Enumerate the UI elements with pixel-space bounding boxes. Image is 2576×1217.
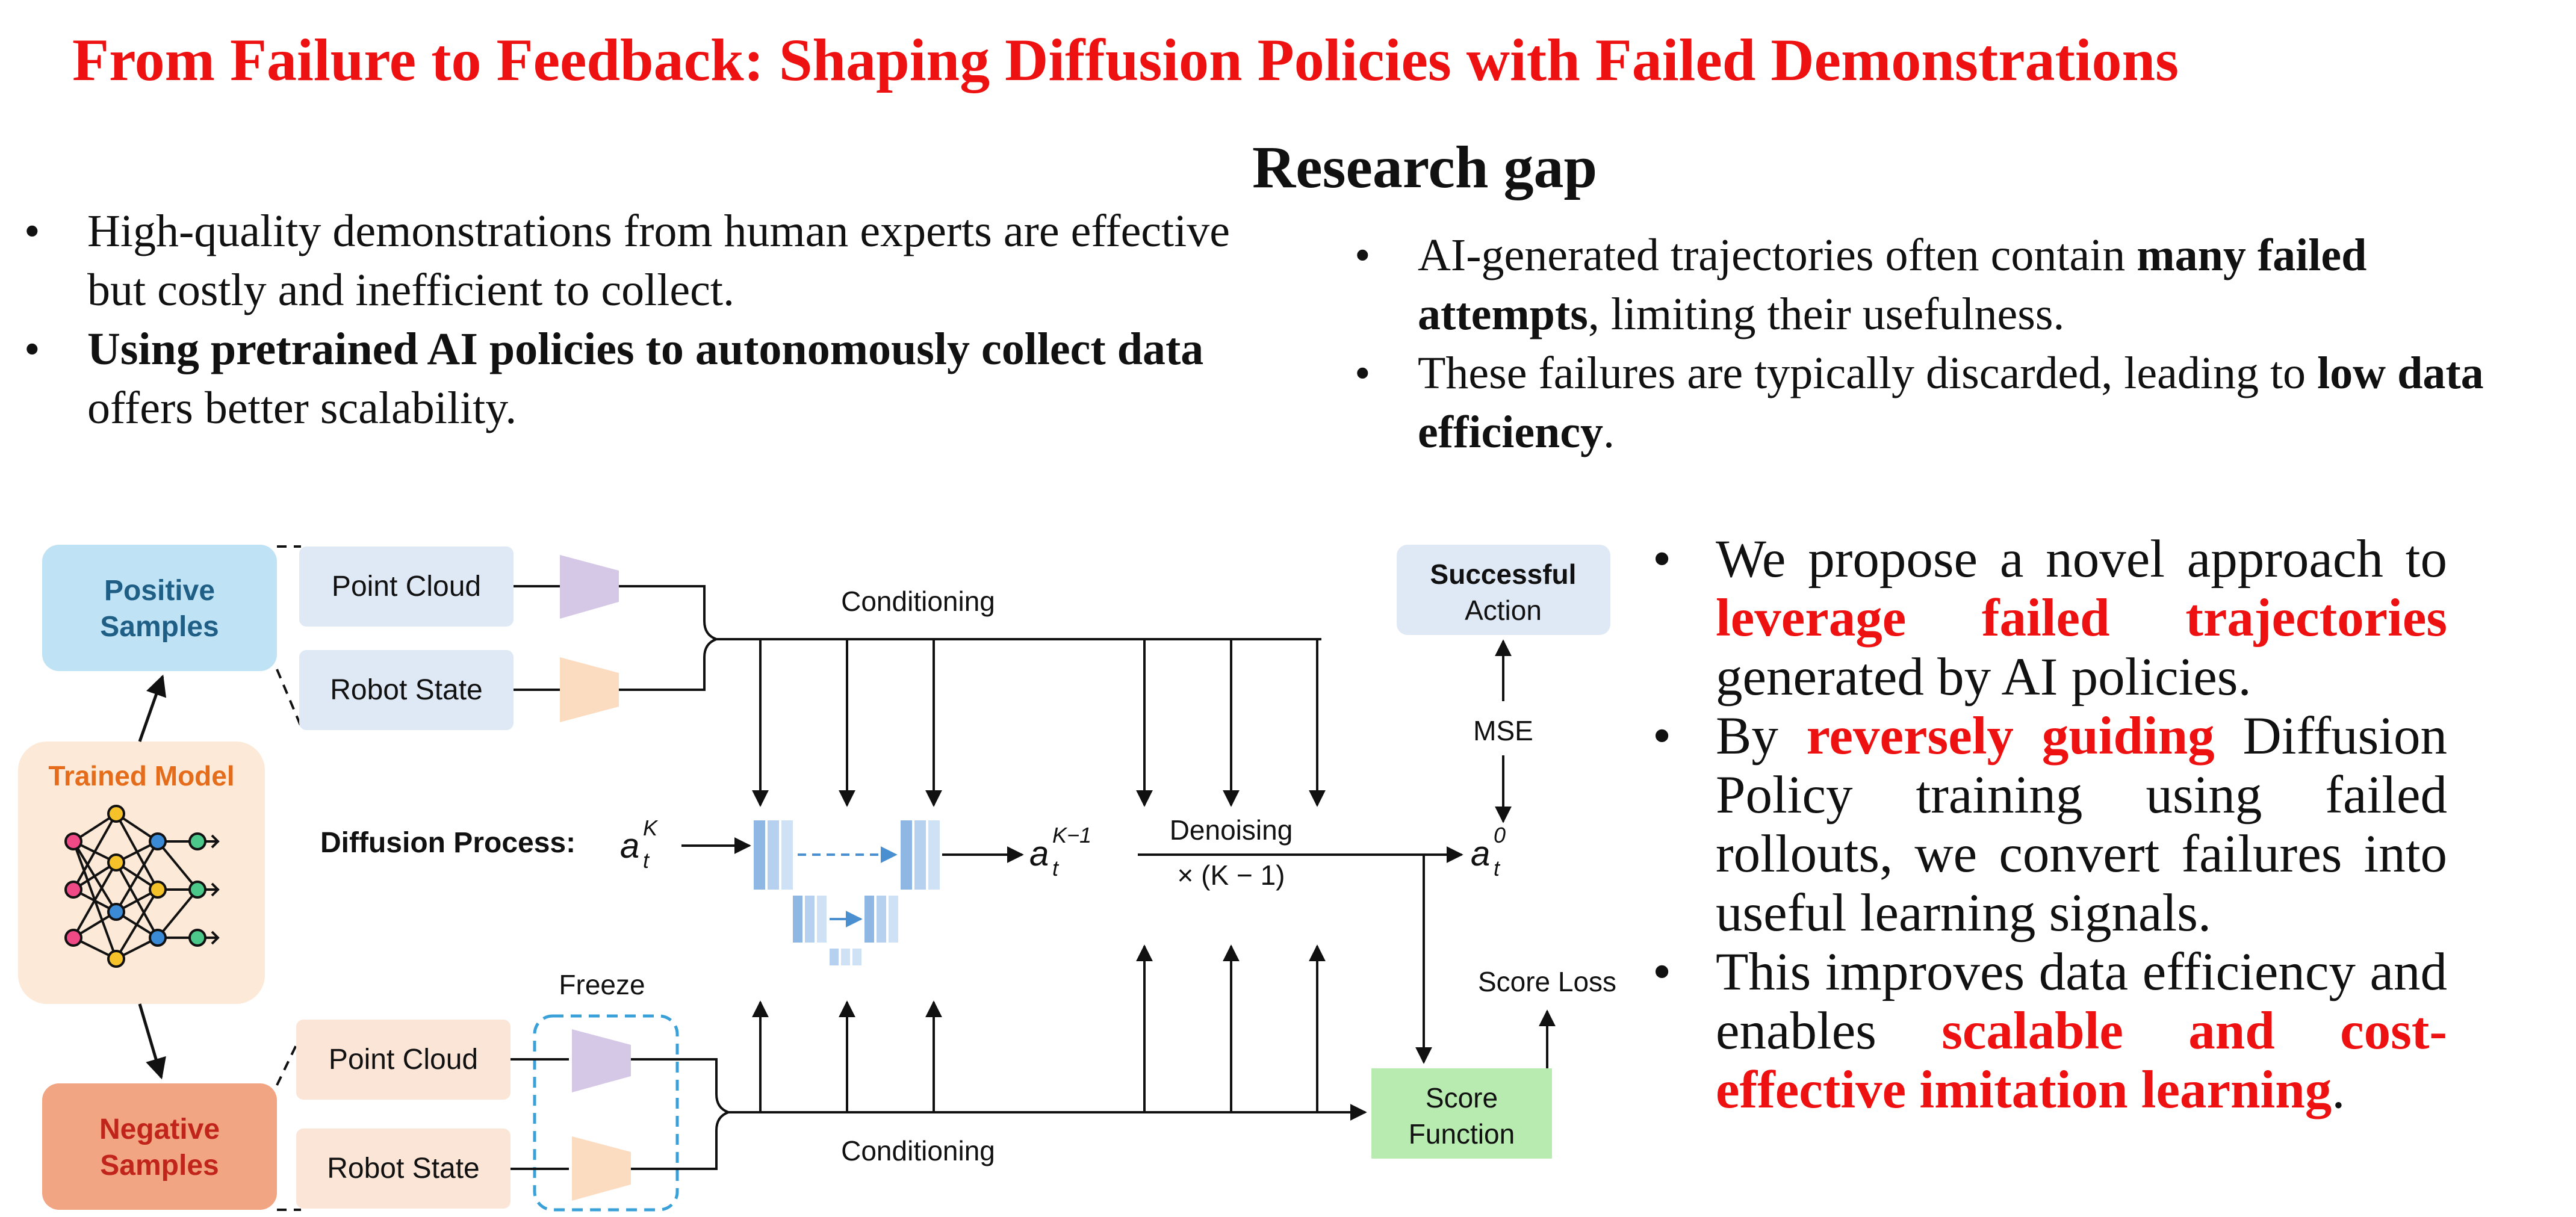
- svg-text:a: a: [1029, 834, 1049, 873]
- svg-text:0: 0: [1494, 823, 1506, 847]
- score-loss-label: Score Loss: [1478, 966, 1616, 997]
- bullet-text: We propose a novel approach to: [1716, 530, 2447, 589]
- bullet-item: We propose a novel approach to leverage …: [1653, 530, 2447, 707]
- bullet-text: This improves data efficiency and enable…: [1716, 943, 2447, 1061]
- bullet-item: Using pretrained AI policies to autonomo…: [24, 320, 1276, 438]
- bullet-item: These failures are typically discarded, …: [1355, 344, 2516, 462]
- bullet-text: These failures are typically discarded, …: [1418, 348, 2318, 398]
- positive-samples-label-1: Positive: [104, 575, 215, 607]
- conditioning-top-label: Conditioning: [841, 586, 995, 617]
- bullet-text: generated by AI policies.: [1716, 648, 2252, 707]
- bullet-text: .: [1603, 407, 1615, 457]
- denoising-factor-label: × (K − 1): [1178, 859, 1285, 891]
- unet-block: [754, 820, 940, 965]
- bullet-item: AI-generated trajectories often contain …: [1355, 226, 2516, 344]
- svg-text:a: a: [620, 826, 639, 866]
- svg-text:K−1: K−1: [1052, 823, 1091, 847]
- conditioning-bottom-label: Conditioning: [841, 1135, 995, 1166]
- svg-text:t: t: [1494, 856, 1501, 881]
- point-cloud-encoder-frozen: [572, 1029, 631, 1092]
- negative-samples-label-2: Samples: [100, 1150, 219, 1181]
- point-cloud-negative-label: Point Cloud: [329, 1044, 478, 1076]
- action-symbol-aK: a K t: [620, 816, 659, 873]
- bullet-text: Using pretrained AI policies to autonomo…: [87, 324, 1204, 374]
- bullet-text: High-quality demonstrations from human e…: [87, 206, 1230, 315]
- negative-samples-box: [42, 1083, 277, 1210]
- action-symbol-a0: a 0 t: [1471, 823, 1506, 881]
- successful-action-box: [1397, 545, 1610, 635]
- robot-state-negative-label: Robot State: [327, 1153, 480, 1184]
- bullet-item: High-quality demonstrations from human e…: [24, 202, 1276, 320]
- negative-samples-label-1: Negative: [99, 1113, 220, 1145]
- bullet-text: By: [1716, 707, 1807, 766]
- bullet-text: AI-generated trajectories often contain: [1418, 230, 2137, 280]
- score-function-box: [1371, 1068, 1552, 1159]
- positive-samples-label-2: Samples: [100, 611, 219, 643]
- point-cloud-negative-box: [296, 1020, 511, 1100]
- freeze-label: Freeze: [559, 969, 645, 1000]
- score-function-label-2: Function: [1409, 1118, 1515, 1150]
- svg-text:K: K: [643, 816, 659, 840]
- research-gap-right-list: AI-generated trajectories often contain …: [1355, 226, 2516, 462]
- point-cloud-positive-box: [299, 547, 514, 627]
- mse-label: MSE: [1473, 715, 1533, 746]
- method-diagram: Positive Samples Trained Model Negative …: [18, 545, 1616, 1212]
- research-gap-left-list: High-quality demonstrations from human e…: [24, 202, 1276, 438]
- denoising-label: Denoising: [1170, 814, 1293, 846]
- svg-text:t: t: [1052, 856, 1060, 881]
- point-cloud-encoder-top: [560, 555, 619, 619]
- svg-text:a: a: [1471, 834, 1490, 873]
- action-symbol-aK-1: a K−1 t: [1029, 823, 1091, 881]
- robot-state-negative-box: [296, 1129, 511, 1209]
- bullet-text: reversely guiding: [1806, 707, 2215, 766]
- robot-state-positive-box: [299, 650, 514, 730]
- svg-text:t: t: [643, 848, 650, 873]
- point-cloud-positive-label: Point Cloud: [332, 571, 481, 602]
- bullet-text: .: [2332, 1061, 2345, 1119]
- neural-network-icon: [64, 805, 220, 968]
- research-gap-heading: Research gap: [1252, 134, 1598, 200]
- score-function-label-1: Score: [1426, 1082, 1498, 1113]
- bullet-text: leverage failed trajectories: [1716, 589, 2447, 648]
- bullet-text: scalable and cost-effective imitation le…: [1716, 1002, 2447, 1119]
- robot-state-positive-label: Robot State: [330, 674, 483, 706]
- positive-samples-box: [42, 545, 277, 671]
- diffusion-process-label: Diffusion Process:: [320, 827, 576, 859]
- bullet-text: , limiting their usefulness.: [1587, 289, 2065, 339]
- poster-title: From Failure to Feedback: Shaping Diffus…: [72, 26, 2179, 93]
- trained-model-label: Trained Model: [48, 760, 234, 791]
- bullet-text: low data efficiency: [1418, 348, 2484, 457]
- bullet-text: many failed attempts: [1418, 230, 2367, 339]
- action-label: Action: [1465, 595, 1542, 626]
- bullet-item: By reversely guiding Diffusion Policy tr…: [1653, 707, 2447, 943]
- bullet-item: This improves data efficiency and enable…: [1653, 943, 2447, 1119]
- contribution-list: We propose a novel approach to leverage …: [1653, 530, 2447, 1119]
- robot-state-encoder-top: [560, 657, 619, 722]
- bullet-text: offers better scalability.: [87, 383, 517, 433]
- robot-state-encoder-frozen: [572, 1136, 631, 1201]
- bullet-text: Diffusion Policy training using failed r…: [1716, 707, 2447, 943]
- successful-label: Successful: [1430, 559, 1577, 590]
